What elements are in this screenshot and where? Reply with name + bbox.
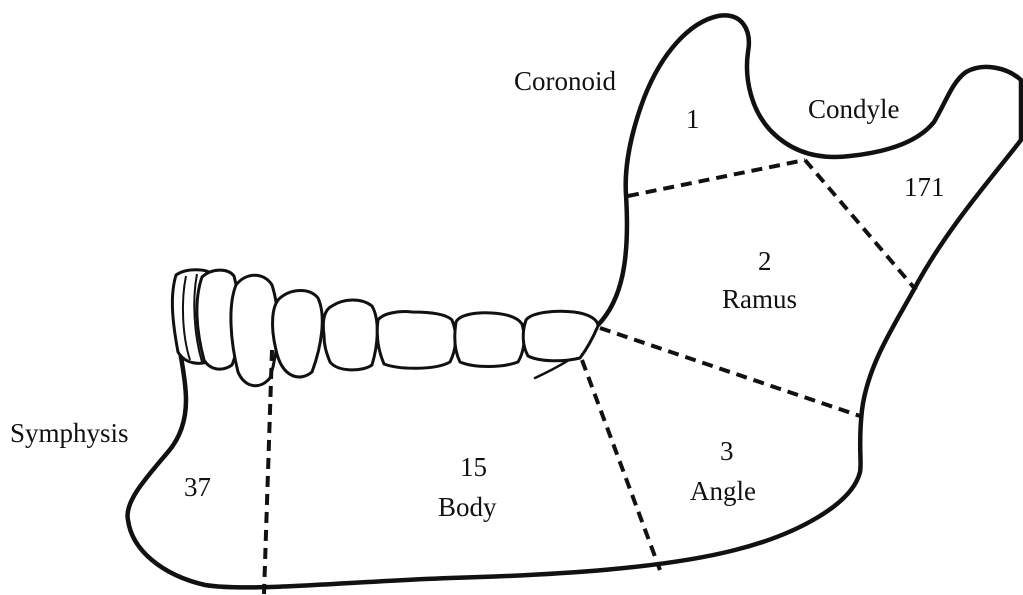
premolar-tooth	[323, 300, 377, 370]
condyle-ramus-boundary	[805, 160, 916, 290]
coronoid-ramus-boundary	[628, 160, 805, 196]
premolar-tooth	[273, 291, 323, 377]
molar-tooth	[377, 311, 455, 368]
symphysis-body-boundary	[264, 350, 272, 594]
ramus-angle-boundary	[600, 328, 860, 416]
symphysis-region-value: 37	[184, 472, 211, 502]
body-region-value: 15	[460, 452, 487, 482]
condyle-label: Condyle	[808, 94, 900, 124]
ramus-label: Ramus	[722, 284, 797, 314]
coronoid-label: Coronoid	[514, 66, 617, 96]
body-angle-boundary	[582, 360, 660, 570]
ramus-region-value: 2	[758, 246, 772, 276]
body-label: Body	[438, 492, 497, 522]
condyle-region-value: 171	[904, 172, 945, 202]
symphysis-label: Symphysis	[10, 418, 129, 448]
molar-tooth	[523, 311, 598, 361]
coronoid-region-value: 1	[686, 104, 700, 134]
molar-tooth	[455, 313, 524, 367]
angle-label: Angle	[690, 476, 756, 506]
angle-region-value: 3	[720, 436, 734, 466]
